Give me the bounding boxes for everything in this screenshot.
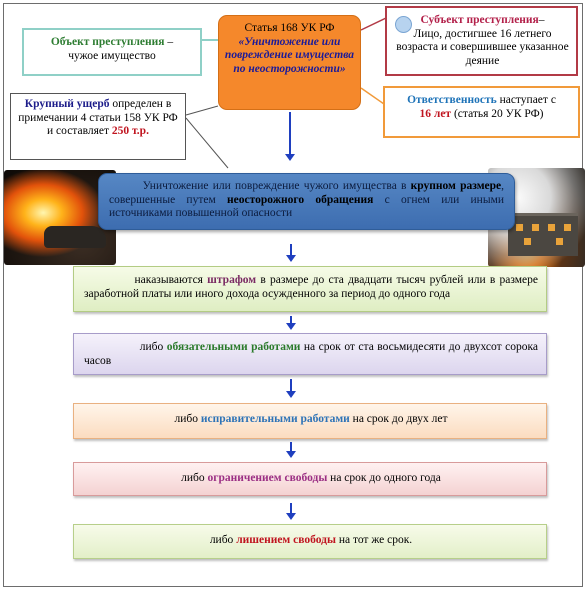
connector-damage-main: [185, 117, 229, 169]
subject-text: Лицо, достигшее 16 летнего возраста и со…: [396, 27, 569, 67]
penalty-after: на тот же срок.: [335, 534, 413, 546]
penalty-before: наказываются: [134, 274, 208, 286]
penalty-after: на срок от ста восьмидесяти до двухсот с…: [84, 341, 538, 367]
penalty-imprisonment: либо лишением свободы на тот же срок.: [73, 524, 547, 559]
connector-damage: [185, 105, 219, 116]
object-value: чужое имущество: [68, 49, 156, 62]
penalty-after: на срок до двух лет: [349, 413, 448, 425]
main-text-1: Уничтожение или повреждение чужого имуще…: [142, 180, 411, 192]
damage-text: определен в примечании 4 статьи 158 УК Р…: [18, 98, 178, 124]
smiley-icon: [395, 16, 412, 33]
statute-description: «Уничтожение или повреждение имущества п…: [224, 35, 355, 75]
connector-subject: [360, 17, 387, 31]
penalty-key: обязательными работами: [166, 341, 301, 353]
penalty-key: исправительными работами: [200, 413, 350, 425]
penalty-before: либо: [181, 472, 208, 484]
subject-label: Субъект преступления: [420, 14, 539, 26]
penalty-mandatory-work: либо обязательными работами на срок от с…: [73, 333, 547, 375]
burning-car-image: [4, 170, 116, 265]
responsibility-label: Ответственность: [407, 94, 497, 106]
responsibility-age: 16 лет: [419, 107, 452, 120]
penalty-fine: наказываются штрафом в размере до ста дв…: [73, 266, 547, 312]
damage-amount: 250 т.р.: [111, 125, 149, 137]
damage-text-2: и составляет: [47, 125, 112, 137]
penalty-key: ограничением свободы: [207, 472, 328, 484]
object-dash: –: [164, 36, 174, 48]
statute-title: Статья 168 УК РФ: [244, 22, 335, 34]
object-label: Объект преступления: [50, 36, 165, 48]
responsibility-article: (статья 20 УК РФ): [451, 107, 544, 120]
connector-responsibility: [360, 87, 385, 105]
penalty-after: на срок до одного года: [327, 472, 441, 484]
main-text-2: , совершенные путем: [109, 180, 505, 206]
penalty-restriction-of-liberty: либо ограничением свободы на срок до одн…: [73, 462, 547, 496]
penalty-correctional-work: либо исправительными работами на срок до…: [73, 403, 547, 439]
subject-box: Субъект преступления– Лицо, достигшее 16…: [385, 6, 578, 76]
penalty-before: либо: [139, 341, 167, 353]
damage-label: Крупный ущерб: [24, 98, 110, 110]
main-key-1: крупном размере: [410, 180, 502, 192]
main-definition-box: Уничтожение или повреждение чужого имуще…: [98, 173, 515, 230]
diagram-frame: [3, 3, 583, 587]
responsibility-text: наступает с: [496, 94, 556, 106]
penalty-before: либо: [209, 534, 237, 546]
responsibility-box: Ответственность наступает с 16 лет (стат…: [383, 86, 580, 138]
damage-box: Крупный ущерб определен в примечании 4 с…: [10, 93, 186, 160]
object-box: Объект преступления – чужое имущество: [22, 28, 202, 76]
penalty-key: лишением свободы: [236, 534, 336, 546]
subject-dash: –: [538, 14, 545, 26]
penalty-key: штрафом: [207, 274, 257, 286]
main-key-2: неосторожного обращения: [227, 193, 374, 206]
main-text-3: с огнем или иными источниками повышенной…: [109, 193, 504, 220]
penalty-before: либо: [174, 413, 201, 425]
statute-box: Статья 168 УК РФ «Уничтожение или повреж…: [218, 15, 361, 110]
penalty-after: в размере до ста двадцати тысяч рублей и…: [84, 274, 538, 300]
